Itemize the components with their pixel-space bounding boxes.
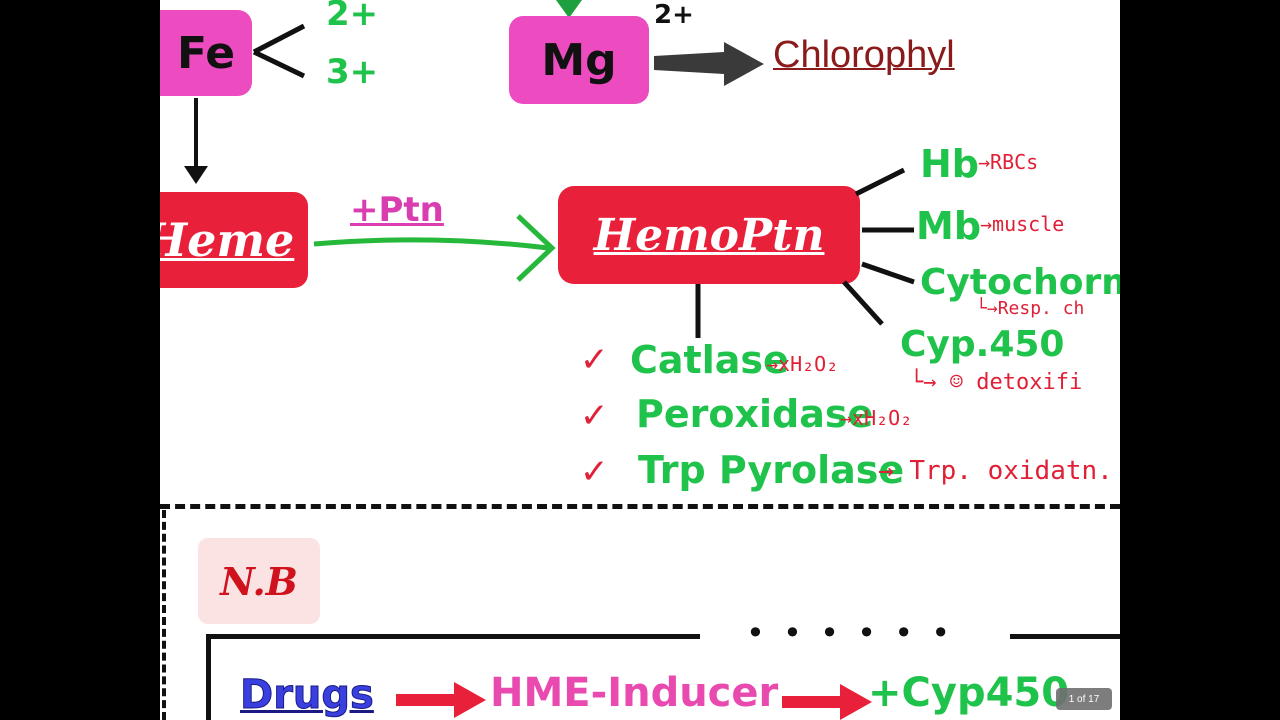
fe-charge-2: 2+	[326, 0, 379, 34]
incoming-arrow-tip	[556, 0, 582, 18]
fe-charge-3: 3+	[326, 52, 379, 92]
branch-mb: Mb	[916, 204, 982, 248]
enzyme-trp-pyrolase: Trp Pyrolase	[638, 448, 905, 492]
enzyme-peroxidase: Peroxidase	[636, 392, 874, 436]
enzyme-trp-note: → Trp. oxidatn.	[878, 456, 1113, 486]
hemoptn-box: HemoPtn	[558, 186, 860, 284]
branch-cyp450-note: └→ ☺ detoxifi	[910, 370, 1083, 395]
branch-cyp450: Cyp.450	[900, 324, 1065, 365]
dots-separator: • • • • • •	[746, 614, 955, 652]
branch-mb-note-text: muscle	[992, 212, 1065, 236]
branch-cyp450-note-text: detoxifi	[976, 370, 1083, 395]
dashed-divider	[160, 504, 1120, 509]
nb-badge: N.B	[198, 538, 320, 624]
branch-cytochrome-note-text: Resp. ch	[997, 298, 1085, 319]
fe-label: Fe	[176, 27, 236, 79]
ptn-label: +Ptn	[350, 190, 444, 230]
enzyme-check-catalase: ✓	[580, 340, 609, 380]
dashed-box-left-edge	[162, 510, 166, 720]
branch-hb-note-text: RBCs	[990, 150, 1039, 174]
enzyme-catalase-note-text: xH₂O₂	[778, 352, 839, 376]
enzyme-check-trp: ✓	[580, 452, 609, 492]
mg-to-chlorophyl-arrow	[654, 42, 764, 86]
nb-label: N.B	[220, 558, 298, 604]
inner-box-top-left-border	[206, 634, 700, 639]
cyp450-label: +Cyp450	[868, 670, 1070, 716]
inner-box-top-right-border	[1010, 634, 1120, 639]
mg-label: Mg	[541, 34, 617, 86]
branch-hb-note: →RBCs	[978, 150, 1039, 174]
drugs-to-inducer-arrow	[396, 682, 486, 718]
heme-to-hemoptn-arrow	[313, 214, 556, 282]
enzyme-peroxidase-note: →xH₂O₂	[840, 406, 913, 430]
branch-mb-note: →muscle	[980, 212, 1065, 236]
branch-hb: Hb	[920, 142, 980, 186]
fe-fork-lines	[252, 23, 306, 79]
inducer-label: HME-Inducer	[490, 670, 779, 716]
mg-charge: 2+	[654, 0, 694, 30]
page-indicator: 1 of 17	[1056, 688, 1112, 710]
enzyme-catalase: Catlase	[630, 338, 789, 382]
fe-box: Fe	[160, 10, 252, 96]
enzyme-trp-note-text: Trp. oxidatn.	[909, 456, 1113, 486]
hemoptn-label: HemoPtn	[593, 209, 825, 261]
hemoptn-branch-lines	[695, 167, 915, 338]
enzyme-peroxidase-note-text: xH₂O₂	[852, 406, 913, 430]
mg-box: Mg	[509, 16, 649, 104]
branch-cytochrome-note: └→Resp. ch	[976, 298, 1085, 319]
heme-box: Heme	[160, 192, 308, 288]
branch-cytochrome: Cytochorme	[920, 262, 1120, 303]
enzyme-catalase-note: →xH₂O₂	[766, 352, 839, 376]
enzyme-check-peroxidase: ✓	[580, 396, 609, 436]
inner-box-left-border	[206, 634, 211, 720]
heme-label: Heme	[160, 213, 295, 267]
fe-to-heme-arrow	[184, 98, 208, 184]
chlorophyl-label: Chlorophyl	[773, 34, 955, 76]
drugs-label: Drugs	[240, 672, 375, 719]
inducer-to-cyp-arrow	[782, 684, 872, 720]
document-page: Fe 2+ 3+ Mg 2+ Chlorophyl Heme +Ptn Hemo…	[160, 0, 1120, 720]
